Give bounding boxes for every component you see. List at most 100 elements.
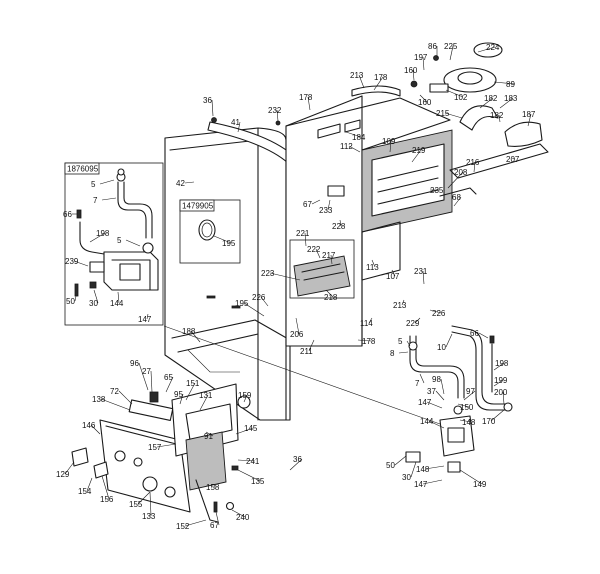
callout-label: 148 [462,418,476,427]
washer-part [408,341,418,351]
callout-leader [502,391,505,405]
callout-label: 86 [428,42,437,51]
callout-leader [406,340,411,347]
callout-leader [440,378,445,395]
callout-leader [308,339,315,352]
callout-label: 138 [92,395,106,404]
callout-label: 7 [415,379,420,388]
callout-leader [211,99,214,117]
screw-part [89,281,97,289]
callout-leader [74,295,77,302]
left-kit-code-box [64,162,100,175]
callout-label: 50 [386,461,395,470]
callout-leader [445,89,464,98]
callout-label: 198 [495,359,509,368]
callout-label: 36 [293,455,302,464]
pipe-part [123,181,153,239]
callout-label: 144 [110,299,124,308]
callout-label: 232 [268,106,282,115]
callout-label: 67 [303,200,312,209]
callout-label: 218 [324,293,338,302]
display-plate-138 [128,399,174,421]
callout-leader [411,149,422,163]
callout-label: 109 [382,137,396,146]
callout-label: 213 [350,71,364,80]
flue-cap-187 [504,121,543,147]
fitting-part [76,209,82,219]
callout-label: 107 [386,272,400,281]
frame-part-113 [361,221,401,281]
callout-leader [368,317,373,324]
callout-label: 178 [374,73,388,82]
callout-leader [394,455,407,466]
callout-label: 27 [142,367,151,376]
callout-label: 42 [176,179,185,188]
callout-label: 148 [416,465,430,474]
callout-leader [184,519,207,527]
chassis-top [285,97,451,151]
callout-leader [444,112,463,119]
callout-leader [165,376,174,393]
callout-label: 147 [414,480,428,489]
knob-156 [93,461,109,479]
callout-label: 5 [91,180,96,189]
callout-leader [307,96,311,111]
callout-label: 228 [332,222,346,231]
burner-frame [289,239,355,299]
callout-label: 241 [246,457,260,466]
callout-label: 221 [296,229,310,238]
callout-label: 7 [93,196,98,205]
bezel-edge [177,333,259,353]
callout-label: 178 [362,337,376,346]
callout-leader [457,403,470,408]
callout-leader [146,313,149,320]
fascia-edge [105,425,185,447]
callout-label: 98 [432,375,441,384]
pipe-7-right-b [415,335,465,399]
callout-leader [118,390,133,405]
slot-part [206,295,216,299]
callout-leader [101,197,117,201]
callout-leader [325,289,334,298]
casing-edge [169,140,251,151]
callout-leader [205,431,214,437]
callout-leader [371,259,376,268]
callout-label: 89 [506,80,515,89]
pipe-part [117,181,147,239]
callout-label: 68 [452,193,461,202]
callout-leader [490,409,505,422]
callout-label: 67 [210,521,219,530]
callout-leader [493,379,504,387]
callout-leader [422,56,425,71]
callout-label: 235 [430,186,444,195]
valve-connector-right [405,451,421,463]
callout-label: 102 [454,93,468,102]
callout-leader [276,109,279,122]
callout-label: 197 [414,53,428,62]
callout-leader [99,179,115,185]
callout-label: 114 [360,319,373,328]
callout-leader [269,272,301,281]
pipe-10-b [451,325,507,405]
callout-label: 30 [89,299,98,308]
control-panel [71,383,251,523]
screw-part [410,80,418,88]
callout-label: 182 [484,94,498,103]
flue-duct-216 [449,143,549,179]
callout-label: 10 [437,343,446,352]
callout-label: 97 [466,387,475,396]
screw-part [74,283,79,297]
burner-bars [301,263,345,281]
callout-leader [90,424,101,435]
callout-leader [215,511,220,526]
pipe-10 [451,331,507,411]
callout-label: 157 [148,443,162,452]
callout-label: 66 [63,210,72,219]
callout-leader [511,157,516,160]
callout-leader [498,114,501,123]
callout-leader [231,509,246,518]
callout-label: 131 [199,391,213,400]
callout-label: 156 [100,495,114,504]
callout-leader [179,393,184,405]
callout-leader [445,333,453,348]
